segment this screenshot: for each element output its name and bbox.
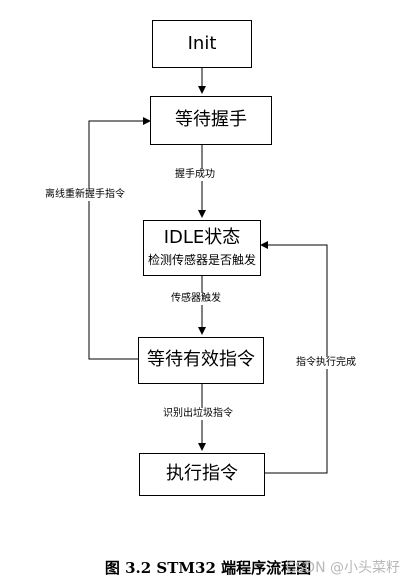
watermark: CSDN @小头菜籽 [285,560,400,576]
figure-caption: 图 3.2 STM32 端程序流程图 [104,559,312,577]
node-idle-sublabel: 检测传感器是否触发 [147,252,256,267]
edge-label-offline-reshake: 离线重新握手指令 [45,189,125,201]
arrow-cmd-back-to-handshake [88,117,151,360]
edge-label-exec-done: 指令执行完成 [296,357,356,369]
node-init-label: Init [187,32,217,54]
node-idle: IDLE状态 检测传感器是否触发 [143,220,261,276]
node-cmd-wait: 等待有效指令 [138,337,264,384]
node-cmd-wait-label: 等待有效指令 [147,349,255,371]
node-init: Init [152,20,252,68]
node-handshake-wait-label: 等待握手 [175,109,247,131]
node-exec: 执行指令 [139,453,265,496]
node-handshake-wait: 等待握手 [150,96,272,145]
node-idle-label: IDLE状态 [163,227,241,249]
edge-label-recognize-trash: 识别出垃圾指令 [163,408,233,420]
edge-label-handshake-ok: 握手成功 [175,169,215,181]
edge-label-sensor-trigger: 传感器触发 [171,293,221,305]
node-exec-label: 执行指令 [166,463,238,485]
